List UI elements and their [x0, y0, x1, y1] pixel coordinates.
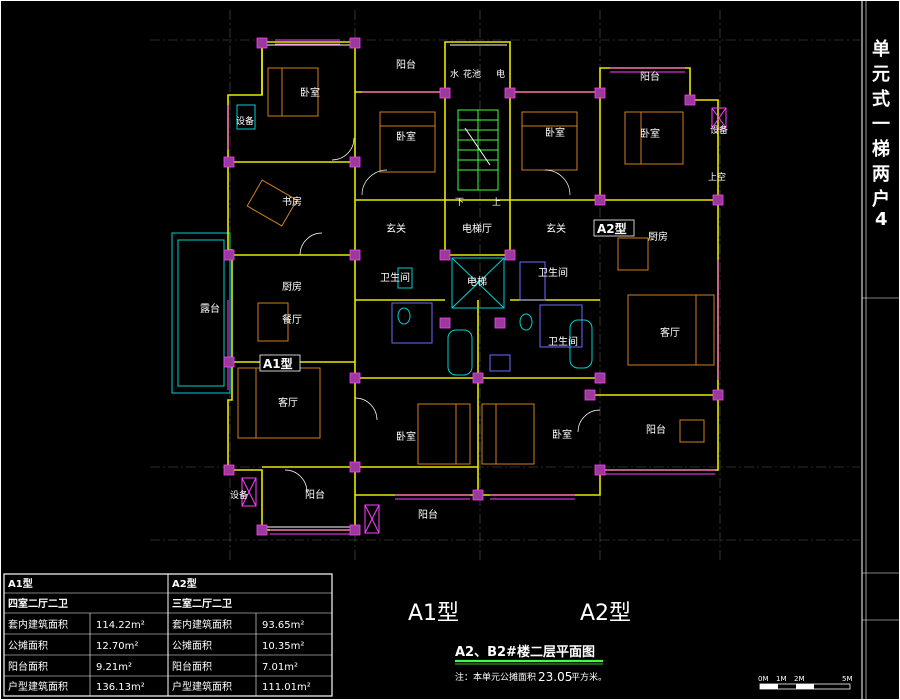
table-a2-label-2: 阳台面积 [172, 660, 212, 673]
room-label-bedroom-3: 卧室 [545, 126, 565, 139]
label-upper-void: 上空 [708, 171, 726, 183]
scale-label-3: 5M [842, 675, 853, 683]
room-labels: 卧室 阳台 卧室 水 花池 电 卧室 阳台 卧室 设备 上空 设备 书房 下 上… [200, 58, 728, 521]
scale-bar: 0M 1M 2M 5M [758, 675, 853, 690]
room-label-bedroom-1: 卧室 [300, 86, 320, 99]
side-title-char-8: 4 [875, 209, 888, 230]
room-label-balcony-1: 阳台 [396, 58, 416, 71]
table-a2-label-3: 户型建筑面积 [172, 680, 232, 693]
table-a2-label-0: 套内建筑面积 [172, 618, 232, 631]
room-label-study: 书房 [282, 195, 302, 208]
table-a2-value-2: 7.01m² [262, 662, 298, 673]
room-label-bathroom-1: 卫生间 [380, 271, 410, 284]
table-a1-type: A1型 [8, 577, 33, 590]
room-label-living-a2: 客厅 [660, 326, 680, 339]
table-a2-value-1: 10.35m² [262, 641, 304, 652]
table-a1-value-2: 9.21m² [96, 662, 132, 673]
side-title-char-4: 一 [872, 114, 890, 135]
elevator-shaft [451, 257, 505, 309]
table-a1-value-0: 114.22m² [96, 620, 145, 631]
big-type-a2: A2型 [580, 601, 631, 626]
side-title-char-6: 两 [872, 164, 890, 185]
table-a2-label-1: 公摊面积 [172, 639, 212, 652]
note-prefix: 注：本单元公摊面积 [455, 671, 536, 683]
table-a1-value-3: 136.13m² [96, 682, 145, 693]
room-label-bedroom-6: 卧室 [552, 428, 572, 441]
table-a2-value-3: 111.01m² [262, 682, 311, 693]
door-swings [284, 137, 601, 493]
table-a1-label-1: 公摊面积 [8, 639, 48, 652]
room-label-bedroom-2: 卧室 [396, 130, 416, 143]
windows [227, 39, 719, 535]
label-water: 水 [450, 68, 459, 80]
room-label-elevator-hall: 电梯厅 [462, 222, 492, 235]
table-a1-label-3: 户型建筑面积 [8, 680, 68, 693]
area-table: A1型 四室二厅二卫 A2型 三室二厅二卫 套内建筑面积 114.22m² 公摊… [3, 573, 333, 697]
side-title-char-7: 户 [872, 188, 890, 210]
room-label-living-a1: 客厅 [278, 396, 298, 409]
table-a2-value-0: 93.65m² [262, 620, 304, 631]
columns [223, 37, 724, 536]
side-title-char-1: 单 [872, 38, 890, 60]
side-title-char-5: 梯 [872, 138, 890, 160]
stairwell [457, 109, 499, 191]
scale-label-1: 1M [776, 675, 787, 683]
label-stair-up: 上 [492, 197, 501, 208]
room-label-balcony-2: 阳台 [640, 70, 660, 83]
room-label-kitchen-a2: 厨房 [648, 230, 668, 243]
table-a1-layout: 四室二厅二卫 [8, 597, 68, 610]
terrace-outline [171, 232, 231, 394]
type-tag-a2: A2型 [597, 221, 627, 236]
bathroom-fixtures [391, 261, 593, 376]
drawing-title: A2、B2#楼二层平面图 [455, 644, 595, 660]
room-label-balcony-5: 阳台 [418, 508, 438, 521]
room-label-elevator: 电梯 [467, 275, 487, 288]
room-label-bedroom-5: 卧室 [396, 430, 416, 443]
side-title: 单 元 式 一 梯 两 户 4 [872, 38, 890, 230]
label-equipment-bottom: 设备 [230, 489, 248, 501]
note-suffix: 平方米。 [571, 671, 607, 683]
label-stair-down: 下 [455, 198, 464, 208]
room-label-bedroom-4: 卧室 [640, 127, 660, 140]
room-label-bathroom-2: 卫生间 [538, 266, 568, 279]
table-a1-value-1: 12.70m² [96, 641, 138, 652]
scale-label-0: 0M [758, 675, 769, 683]
room-label-dining: 餐厅 [282, 313, 302, 326]
table-a1-label-0: 套内建筑面积 [8, 618, 68, 631]
room-label-terrace: 露台 [200, 302, 220, 315]
room-label-entry-a1: 玄关 [386, 222, 406, 235]
furniture [236, 67, 727, 534]
room-label-balcony-4: 阳台 [305, 488, 325, 501]
label-equipment-right: 设备 [710, 124, 728, 136]
table-a1-label-2: 阳台面积 [8, 660, 48, 673]
label-flower-pool: 花池 [463, 68, 481, 80]
table-a2-type: A2型 [172, 577, 197, 590]
scale-label-2: 2M [794, 675, 805, 683]
room-label-kitchen-a1: 厨房 [282, 280, 302, 293]
label-equipment-left: 设备 [236, 115, 254, 127]
note-value: 23.05 [538, 670, 572, 684]
room-label-bathroom-3: 卫生间 [548, 335, 578, 348]
room-label-entry-a2: 玄关 [546, 222, 566, 235]
table-a2-layout: 三室二厅二卫 [172, 597, 232, 610]
type-tag-a1: A1型 [263, 356, 293, 371]
type-tags: A1型 A2型 [259, 219, 635, 372]
room-label-balcony-3: 阳台 [646, 423, 666, 436]
big-type-a1: A1型 [408, 601, 459, 626]
label-electric: 电 [496, 68, 505, 80]
side-title-char-3: 式 [872, 88, 890, 110]
side-title-char-2: 元 [872, 64, 890, 85]
